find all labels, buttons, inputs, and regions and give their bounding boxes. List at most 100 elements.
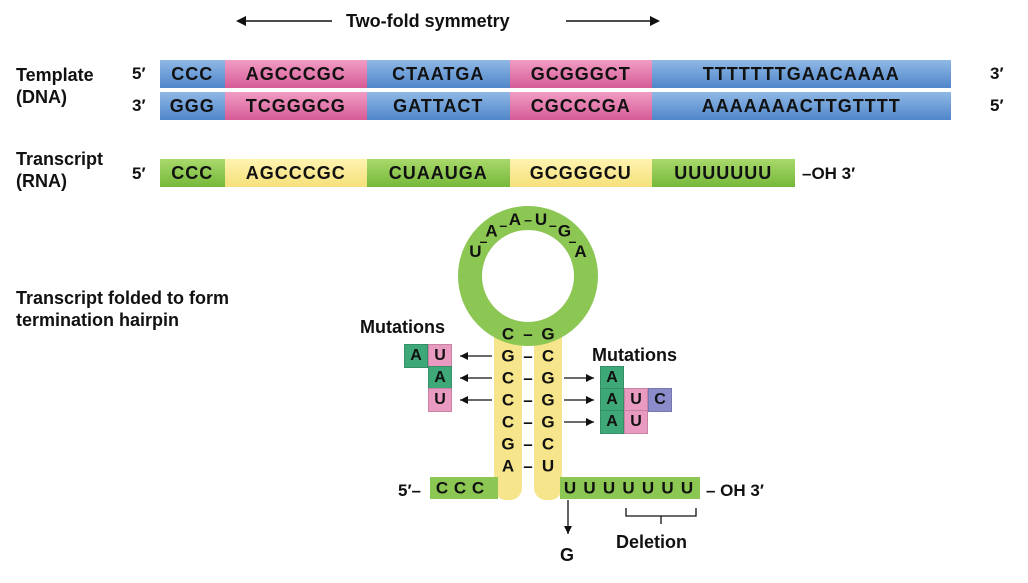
- mutation-left-arrow-1-head: [460, 374, 468, 382]
- mutation-left-arrow-0-head: [460, 352, 468, 360]
- stem-pair-dash: –: [523, 369, 532, 388]
- stem-right-base-4: G: [541, 413, 554, 432]
- right-tail-band: [560, 477, 700, 499]
- template-bottom-segment-0: GGG: [160, 92, 225, 120]
- template-top-segment-1: AGCCCGC: [224, 60, 367, 88]
- stem-right-base-3: G: [541, 391, 554, 410]
- right-tail-base-5: U: [661, 479, 673, 498]
- left-tail-base-0: C: [436, 479, 448, 498]
- right-tail-base-1: U: [583, 479, 595, 498]
- stem-pair-dash: –: [523, 391, 532, 410]
- mutation-right-box: A: [600, 410, 624, 434]
- stem-pair-dash: –: [523, 325, 532, 344]
- template-label: Template (DNA): [16, 65, 94, 107]
- template-bottom-segment-4: AAAAAAACTTGTTTT: [652, 92, 951, 120]
- stem-left-base-5: G: [501, 435, 514, 454]
- loop-ring: [458, 206, 598, 346]
- stem-left-base-1: G: [501, 347, 514, 366]
- loop-dash: –: [480, 233, 488, 249]
- stem-right-base-1: C: [542, 347, 554, 366]
- mutation-right-box: U: [624, 410, 648, 434]
- template-bottom-segment-1: TCGGGCG: [224, 92, 367, 120]
- stem-left-base-6: A: [502, 457, 514, 476]
- mutation-right-box: A: [600, 366, 624, 390]
- mutation-left-arrow-2-head: [460, 396, 468, 404]
- mutation-left-box: U: [428, 388, 452, 412]
- loop-base-1: A: [485, 221, 497, 240]
- stem-left-base-2: C: [502, 369, 514, 388]
- template-bottom-segment-2: GATTACT: [367, 92, 510, 120]
- left-tail-band: [430, 477, 498, 499]
- template-bottom-segment-3: CGCCCGA: [509, 92, 652, 120]
- transcript-segment-4: UUUUUUU: [652, 159, 795, 187]
- loop-dash: –: [569, 233, 577, 249]
- mutation-right-arrow-1-head: [586, 396, 594, 404]
- loop-base-5: A: [574, 242, 586, 261]
- stem-pair-dash: –: [523, 435, 532, 454]
- hairpin-3prime: – OH 3′: [706, 481, 764, 500]
- stem-pair-dash: –: [523, 413, 532, 432]
- symmetry-arrows: [236, 16, 660, 26]
- stem-left-base-4: C: [502, 413, 514, 432]
- stem-left-band: [494, 320, 522, 500]
- stem-pair-dash: –: [523, 347, 532, 366]
- point-mutation-g: G: [560, 545, 575, 565]
- stem-right-base-2: G: [541, 369, 554, 388]
- loop-dash: –: [524, 211, 532, 227]
- point-mutation-arrow-head: [564, 526, 572, 534]
- right-tail-base-2: U: [603, 479, 615, 498]
- deletion-label: Deletion: [616, 532, 688, 552]
- loop-base-2: A: [509, 210, 521, 229]
- template-top-segment-2: CTAATGA: [367, 60, 510, 88]
- stem-left-base-3: C: [502, 391, 514, 410]
- transcript-label: Transcript (RNA): [16, 149, 104, 191]
- mutation-left-box: A: [404, 344, 428, 368]
- left-tail-base-1: C: [454, 479, 466, 498]
- stem-right-base-6: U: [542, 457, 554, 476]
- transcript-segment-0: CCC: [160, 159, 225, 187]
- loop-dash: –: [549, 217, 557, 233]
- template-bottom-5prime: 5′: [990, 96, 1004, 115]
- right-tail-base-6: U: [681, 479, 693, 498]
- mutation-right-box: C: [648, 388, 672, 412]
- mutation-right-box: U: [624, 388, 648, 412]
- template-top-3prime: 3′: [990, 64, 1004, 83]
- right-tail-base-4: U: [642, 479, 654, 498]
- mutation-left-box: A: [428, 366, 452, 390]
- right-tail-base-0: U: [564, 479, 576, 498]
- template-top-segment-4: TTTTTTTGAACAAAA: [652, 60, 951, 88]
- stem-pair-dash: –: [523, 457, 532, 476]
- stem-right-band: [534, 320, 562, 500]
- template-top-segment-0: CCC: [160, 60, 225, 88]
- transcript-5prime: 5′: [132, 164, 146, 183]
- mutations-right-label: Mutations: [592, 345, 677, 365]
- transcript-segment-2: CUAAUGA: [367, 159, 510, 187]
- transcript-segment-1: AGCCCGC: [224, 159, 367, 187]
- symmetry-title: Two-fold symmetry: [346, 11, 510, 31]
- stem-right-base-0: G: [541, 325, 554, 344]
- mutation-right-arrow-2-head: [586, 418, 594, 426]
- hairpin-label: Transcript folded to form termination ha…: [16, 288, 230, 330]
- mutation-right-arrow-0-head: [586, 374, 594, 382]
- loop-dash: –: [499, 217, 507, 233]
- mutation-left-box: U: [428, 344, 452, 368]
- loop-base-0: U: [469, 242, 481, 261]
- template-top-segment-3: GCGGGCT: [509, 60, 652, 88]
- mutations-left-label: Mutations: [360, 317, 445, 337]
- mutation-right-box: A: [600, 388, 624, 412]
- deletion-bracket: [625, 508, 697, 524]
- loop-base-4: G: [558, 221, 571, 240]
- right-tail-base-3: U: [622, 479, 634, 498]
- loop-base-3: U: [535, 210, 547, 229]
- transcript-end: –OH 3′: [802, 164, 856, 183]
- stem-right-base-5: C: [542, 435, 554, 454]
- symmetry-label-group: Two-fold symmetry: [236, 8, 660, 34]
- hairpin-5prime: 5′–: [398, 481, 421, 500]
- transcript-segment-3: GCGGGCU: [509, 159, 652, 187]
- template-top-5prime: 5′: [132, 64, 146, 83]
- template-bottom-3prime: 3′: [132, 96, 146, 115]
